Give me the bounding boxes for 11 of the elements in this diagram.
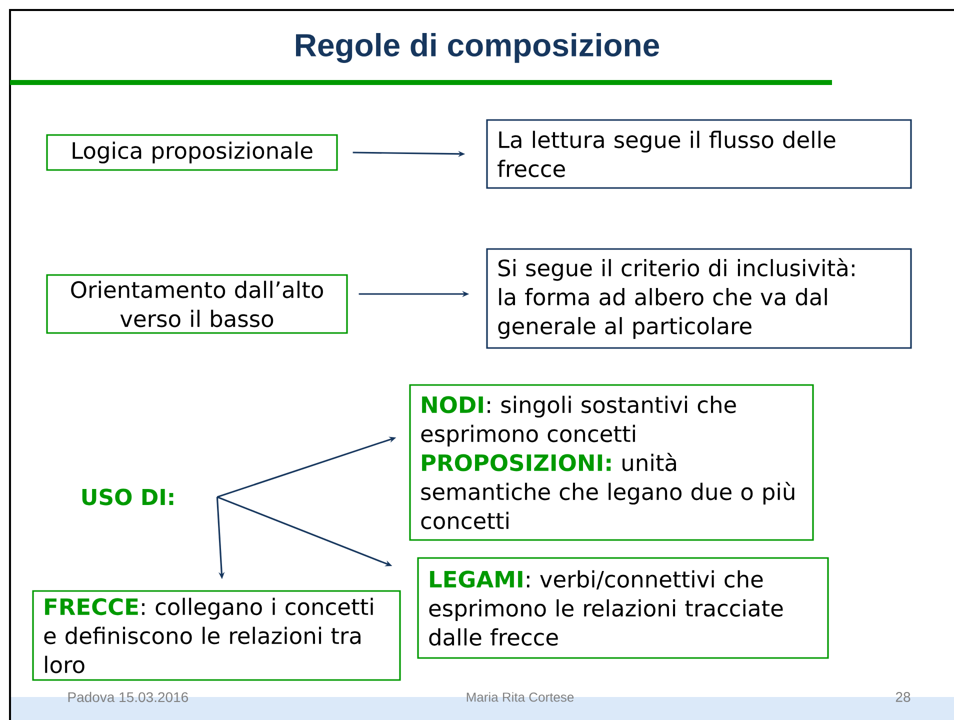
footer-text: Maria Rita Cortese <box>466 692 574 702</box>
text-box: Si segue il criterio di inclusività: la forma ad albero che va dal generale al particolare <box>486 248 912 349</box>
text-box: Orientamento dall’alto verso il basso <box>46 274 348 334</box>
title: Regole di composizione <box>296 33 660 63</box>
text-box: FRECCE: collegano i concetti e definiscono le relazioni tra loro <box>32 590 401 681</box>
footer-text: 28 <box>896 692 910 702</box>
text-box: Logica proposizionale <box>46 134 338 171</box>
text-box: NODI: singoli sostantivi che esprimono concetti PROPOSIZIONI: unità semantiche che legano due o più concetti <box>409 384 814 541</box>
label-text: USO DI: <box>82 488 174 506</box>
text-box: La lettura segue il flusso delle frecce <box>486 119 912 189</box>
text-box: LEGAMI: verbi/connettivi che esprimono le relazioni tracciate dalle frecce <box>417 557 829 659</box>
